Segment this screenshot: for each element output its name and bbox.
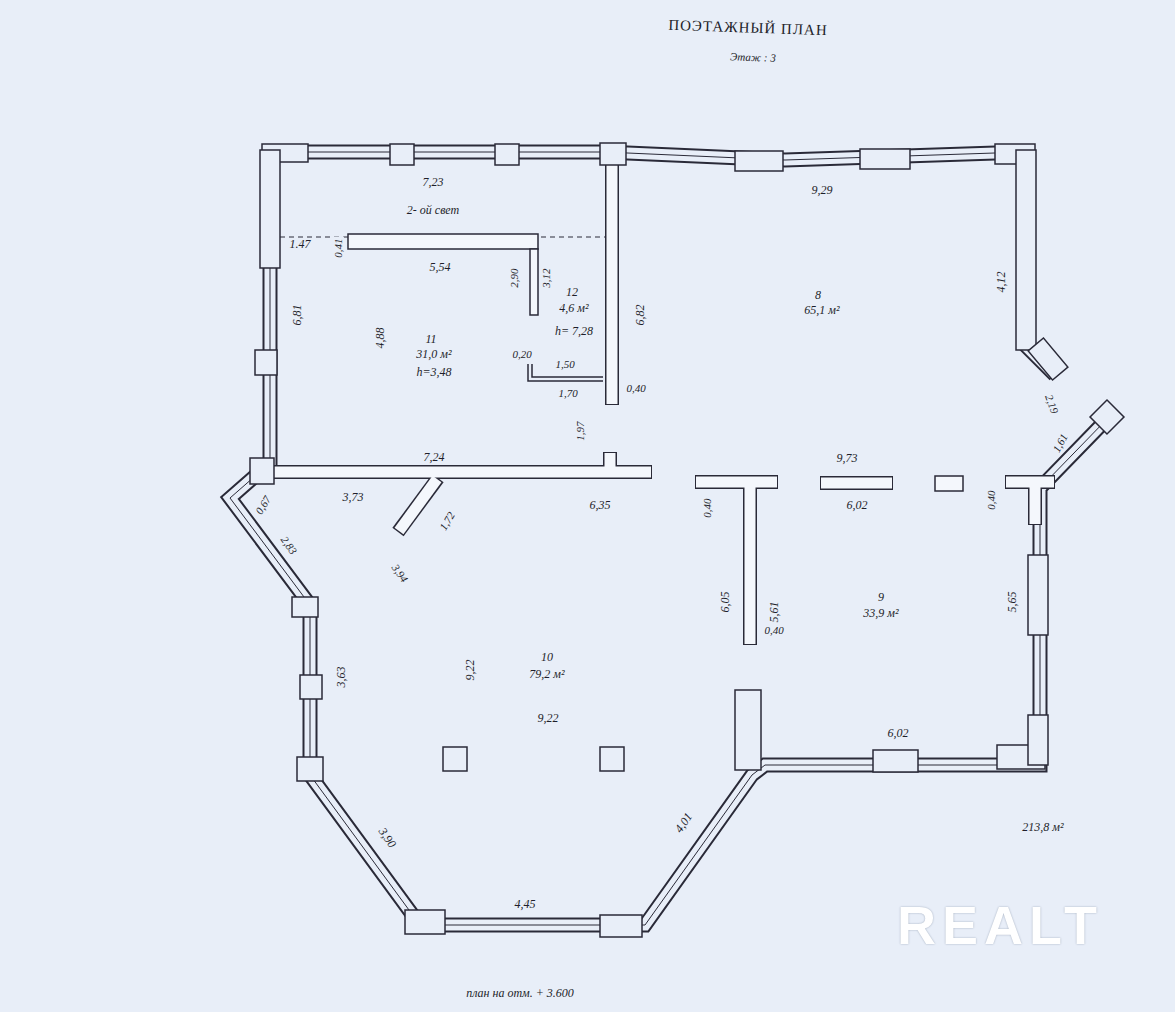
room-height: h=3,48 [414, 366, 453, 379]
dimension: 6,81 [291, 303, 304, 328]
dimension: 3,94 [388, 560, 411, 586]
dimension: 9,22 [464, 658, 477, 683]
dimension: 1,97 [574, 419, 586, 442]
dimension: 3,90 [374, 824, 399, 852]
room-area: 79,2 м² [527, 668, 566, 681]
dimension: 2,19 [1042, 391, 1061, 417]
dimension: 0,41 [332, 236, 344, 259]
dimension: 6,02 [886, 727, 911, 740]
dimension: 5,54 [428, 261, 453, 274]
room-area: 4,6 м² [557, 302, 590, 315]
room-number: 8 [813, 289, 823, 302]
dimension: 4,45 [513, 898, 538, 911]
dimension: 1,50 [553, 358, 576, 370]
plan-title: ПОЭТАЖНЫЙ ПЛАН [668, 17, 828, 40]
room-area: 31,0 м² [414, 348, 453, 361]
dimension: 0,40 [985, 488, 997, 511]
room-height: h= 7,28 [553, 325, 595, 338]
dimension: 9,73 [835, 452, 860, 465]
room-number: 12 [564, 286, 580, 299]
dimension: 1.47 [288, 238, 313, 251]
dimension: 4,88 [374, 326, 387, 351]
dimension: 5,65 [1006, 590, 1019, 615]
dimension: 0,67 [252, 492, 274, 518]
dimension: 3,12 [540, 266, 552, 289]
dimension: 6,05 [719, 590, 732, 615]
dimension: 3,73 [341, 491, 366, 504]
room-number: 9 [876, 591, 886, 604]
dimension: 1,72 [436, 508, 458, 534]
room-note: 2- ой свет [405, 204, 461, 217]
dimension: 1,70 [556, 387, 579, 399]
dimension: 7,24 [422, 451, 447, 464]
dimension: 6,82 [634, 303, 647, 328]
room-area: 33,9 м² [861, 607, 900, 620]
dimension: 4,12 [995, 270, 1008, 295]
dimension: 5,61 [768, 600, 781, 625]
floor-number: Этаж : 3 [728, 50, 778, 64]
dimension: 7,23 [421, 176, 446, 189]
watermark: REALT [897, 896, 1103, 955]
dimension: 6,35 [588, 499, 613, 512]
dimension: 0,40 [701, 496, 713, 519]
room-area: 65,1 м² [802, 304, 841, 317]
dimension: 4,01 [671, 809, 696, 837]
dimension: 0,40 [624, 382, 647, 394]
room-number: 11 [423, 333, 438, 346]
dimension: 9,29 [810, 184, 835, 197]
dimension: 9,22 [536, 712, 561, 725]
plan-caption: план на отм. + 3.600 [466, 986, 574, 1001]
total-area: 213,8 м² [1020, 821, 1065, 834]
dimension: 0,20 [510, 348, 533, 360]
dimension: 2,90 [508, 266, 520, 289]
dimension: 6,02 [845, 499, 870, 512]
room-number: 10 [539, 651, 555, 664]
dimension: 0,40 [762, 624, 785, 636]
dimension: 3,63 [335, 665, 348, 690]
